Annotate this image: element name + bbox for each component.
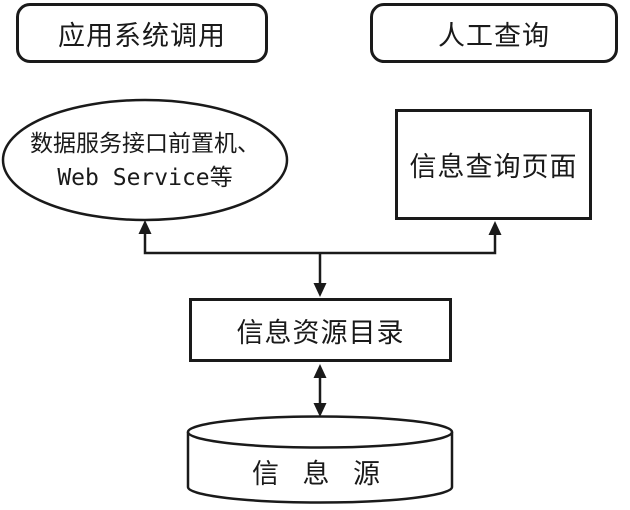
- service-frontend-label-line2: Web Service等: [57, 165, 233, 191]
- node-info-source-label-text: 信 息 源: [251, 458, 388, 489]
- node-manual-query: 人工查询: [370, 3, 618, 63]
- node-info-query-page-label: 信息查询页面: [409, 152, 578, 182]
- node-info-resource-catalog-label: 信息资源目录: [236, 317, 405, 348]
- node-info-query-page: 信息查询页面: [395, 109, 592, 220]
- arrowhead-up-to-ellipse: [138, 220, 152, 234]
- arrowhead-up-to-catalog: [313, 364, 327, 378]
- branch-arrowheads: [138, 220, 502, 297]
- node-info-source-label: 信 息 源: [188, 450, 452, 492]
- node-app-system-call-label: 应用系统调用: [58, 20, 226, 51]
- node-info-resource-catalog: 信息资源目录: [189, 298, 452, 362]
- info-source-cylinder: [186, 415, 454, 504]
- arrowhead-down-to-source: [313, 403, 327, 417]
- arrowhead-down-to-catalog: [313, 283, 327, 297]
- node-manual-query-label: 人工查询: [438, 20, 550, 51]
- catalog-source-double-arrow: [313, 364, 327, 417]
- node-app-system-call: 应用系统调用: [16, 3, 268, 63]
- node-service-frontend-label: 数据服务接口前置机、 Web Service等: [20, 118, 270, 202]
- service-frontend-label-line1: 数据服务接口前置机、: [30, 130, 260, 156]
- arrowhead-up-to-query-page: [488, 221, 502, 235]
- branch-connector: [143, 233, 497, 286]
